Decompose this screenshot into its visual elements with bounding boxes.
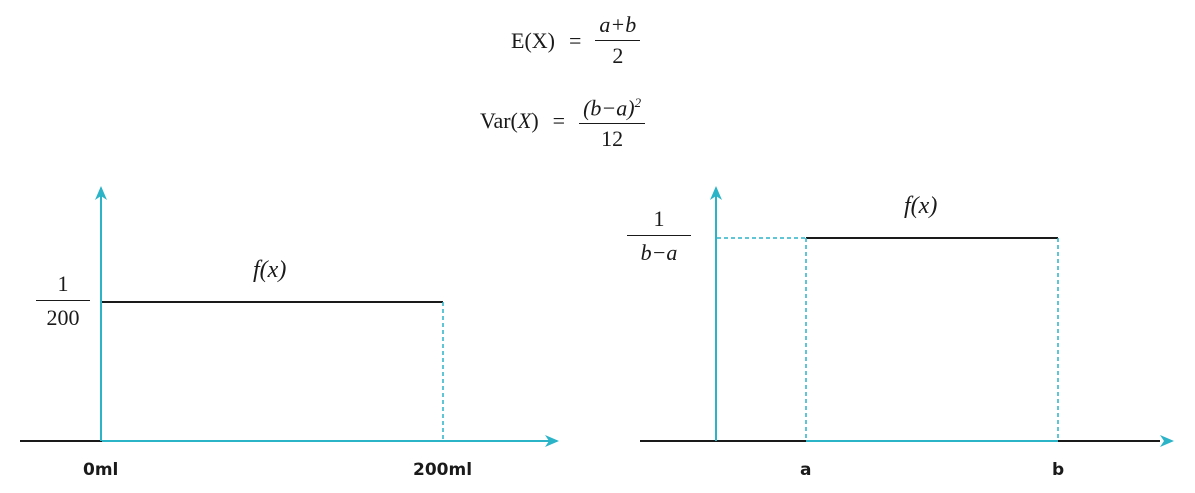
variance-lhs-name: Var bbox=[480, 108, 511, 134]
variance-formula: Var(X) = (b−a)2 12 bbox=[480, 90, 646, 152]
right-y-denominator: b−a bbox=[640, 240, 678, 265]
left-y-denominator: 200 bbox=[46, 305, 80, 330]
left-y-numerator: 1 bbox=[36, 270, 90, 301]
variance-denominator: 12 bbox=[601, 126, 624, 152]
left-y-value-fraction: 1 200 bbox=[36, 270, 90, 332]
right-x-end-label: b bbox=[1052, 460, 1065, 480]
right-y-value-fraction: 1 b−a bbox=[627, 205, 691, 267]
variance-lhs: Var(X) bbox=[480, 108, 539, 134]
variance-numerator-base: (b−a) bbox=[583, 95, 635, 121]
left-chart bbox=[20, 186, 559, 447]
left-function-label: f(x) bbox=[253, 257, 287, 283]
mean-equals: = bbox=[568, 27, 582, 53]
variance-fraction: (b−a)2 12 bbox=[579, 90, 646, 152]
variance-numerator-exponent: 2 bbox=[634, 95, 642, 110]
right-y-numerator: 1 bbox=[627, 205, 691, 236]
mean-denominator: 2 bbox=[612, 43, 624, 68]
mean-fraction: a+b 2 bbox=[595, 12, 641, 69]
right-x-axis-arrowhead bbox=[1160, 435, 1174, 447]
variance-numerator: (b−a)2 bbox=[579, 90, 646, 125]
variance-equals: = bbox=[552, 108, 566, 134]
mean-lhs: E(X) bbox=[511, 27, 555, 53]
mean-formula: E(X) = a+b 2 bbox=[511, 12, 641, 69]
right-function-label: f(x) bbox=[904, 193, 938, 219]
right-x-start-label: a bbox=[800, 460, 812, 480]
variance-lhs-arg: X bbox=[517, 108, 532, 134]
left-x-start-label: 0ml bbox=[83, 460, 119, 480]
left-x-end-label: 200ml bbox=[413, 460, 473, 480]
right-chart bbox=[640, 186, 1174, 447]
mean-numerator: a+b bbox=[595, 12, 641, 41]
